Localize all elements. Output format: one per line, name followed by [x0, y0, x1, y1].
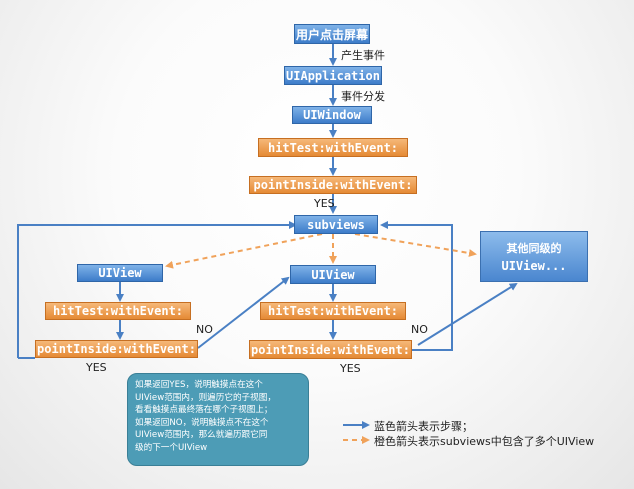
- arrow-left-yes-loop: [17, 221, 297, 358]
- node-pointinside-top: pointInside:withEvent:: [249, 176, 417, 194]
- note-line-6: 级的下一个UIView: [135, 442, 208, 453]
- note-line-1: 如果返回YES，说明触摸点在这个: [135, 380, 263, 390]
- label-no-left: NO: [196, 323, 213, 336]
- node-left-uiview: UIView: [77, 264, 163, 282]
- arrow-left-no-to-right: [197, 276, 290, 349]
- label-dispatch-event: 事件分发: [341, 90, 385, 103]
- node-touch-screen: 用户点击屏幕: [294, 24, 370, 44]
- arrow-right-yes-loop: [380, 221, 453, 351]
- note-line-4: 如果返回NO，说明触摸点不在这个: [135, 417, 269, 428]
- legend-blue-text: 蓝色箭头表示步骤；: [374, 420, 473, 433]
- explanation-note: 如果返回YES，说明触摸点在这个 UIView范围内，则遍历它的子视图， 看看触…: [127, 373, 309, 466]
- note-line-2: UIView范围内，则遍历它的子视图，: [135, 392, 276, 403]
- node-left-hittest: hitTest:withEvent:: [45, 302, 191, 320]
- node-left-pointinside: pointInside:withEvent:: [35, 340, 198, 358]
- label-no-right: NO: [411, 323, 428, 336]
- note-line-3: 看看触摸点最终落在哪个子视图上；: [135, 405, 273, 415]
- node-right-pointinside: pointInside:withEvent:: [249, 340, 412, 359]
- label-yes-right: YES: [340, 362, 361, 375]
- arrow-right-no-to-other: [417, 282, 518, 346]
- node-hittest-top: hitTest:withEvent:: [258, 138, 408, 157]
- legend-orange-text: 橙色箭头表示subviews中包含了多个UIView: [374, 435, 595, 448]
- label-yes-top: YES: [314, 197, 335, 210]
- note-line-5: UIView范围内，那么就遍历跟它同: [135, 430, 268, 440]
- label-produce-event: 产生事件: [341, 49, 385, 62]
- node-other-sibling-views: 其他同级的 UIView...: [480, 231, 588, 282]
- orange-arrow-to-left-uiview: [165, 233, 323, 269]
- node-uiapplication: UIApplication: [284, 66, 382, 85]
- other-views-line1: 其他同级的: [506, 242, 562, 255]
- label-yes-left: YES: [86, 361, 107, 374]
- node-right-uiview: UIView: [290, 265, 376, 284]
- node-right-hittest: hitTest:withEvent:: [260, 302, 406, 320]
- other-views-line2: UIView...: [501, 259, 567, 273]
- orange-arrow-to-other-views: [354, 233, 477, 257]
- node-uiwindow: UIWindow: [292, 106, 372, 124]
- node-subviews: subviews: [294, 215, 378, 234]
